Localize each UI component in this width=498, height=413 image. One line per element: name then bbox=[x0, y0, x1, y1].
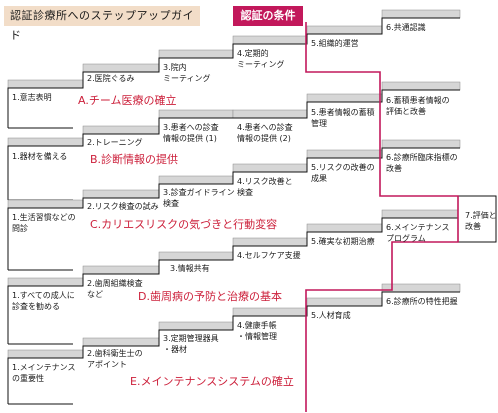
diagram-title: 認証診療所へのステップアップガイド bbox=[4, 6, 200, 42]
band-e-step-3-riser bbox=[158, 321, 234, 331]
step-b6: 6.蓄積患者情報の 評価と改善 bbox=[386, 96, 450, 116]
step-d4: 4.セルフケア支援 bbox=[237, 251, 301, 260]
band-b-step-1-riser bbox=[7, 137, 84, 147]
step-e2: 2.歯科衛生士の アポイント bbox=[87, 349, 143, 369]
step-d1: 1.すべての成人に 診査を勧める bbox=[12, 291, 75, 311]
band-d-outline bbox=[7, 217, 460, 344]
step-b2: 2.トレーニング bbox=[87, 138, 143, 147]
band-a-outline bbox=[7, 17, 460, 128]
band-a-step-4-riser bbox=[232, 35, 308, 45]
band-d-step-1-riser bbox=[7, 277, 84, 287]
band-e-step-2-riser bbox=[82, 337, 160, 347]
band-a-step-1-riser bbox=[7, 79, 84, 89]
step-c3: 3.診査ガイドライン 検査 bbox=[163, 188, 235, 208]
band-b-outline bbox=[7, 89, 460, 200]
step-c4: 4.リスク改善と 検査 bbox=[237, 177, 293, 197]
band-e-step-4-riser bbox=[232, 307, 308, 317]
band-b-step-4-riser bbox=[232, 109, 308, 119]
final-step-box bbox=[457, 195, 497, 243]
step-d3: 3.情報共有 bbox=[170, 264, 210, 273]
step-c6: 6.診療所臨床指標の 改善 bbox=[386, 153, 458, 173]
band-b-step-3-riser bbox=[158, 109, 234, 119]
certification-condition-line bbox=[305, 22, 459, 412]
section-d-heading: D.歯周病の予防と治療の基本 bbox=[138, 290, 282, 303]
step-a5: 5.組織的運営 bbox=[311, 39, 359, 48]
band-c-step-1-riser bbox=[7, 199, 84, 209]
band-e-step-5-riser bbox=[306, 297, 383, 307]
step-d2: 2.歯周組織検査 など bbox=[87, 279, 143, 299]
section-a-heading: A.チーム医療の確立 bbox=[78, 94, 177, 107]
band-d-step-4-riser bbox=[232, 237, 308, 247]
band-b-step-5-riser bbox=[306, 93, 383, 103]
step-e6: 6.診療所の特性把握 bbox=[386, 297, 458, 306]
band-a-step-5-riser bbox=[306, 25, 383, 35]
band-e-step-6-riser bbox=[381, 283, 461, 293]
band-c-step-6-riser bbox=[381, 139, 461, 149]
section-e-heading: E.メインテナンスシステムの確立 bbox=[130, 375, 294, 388]
band-b-step-6-riser bbox=[381, 81, 461, 91]
step-a3: 3.院内 ミーティング bbox=[163, 63, 211, 83]
band-c-step-3-riser bbox=[158, 175, 234, 185]
step-e4: 4.健康手帳 ・情報管理 bbox=[237, 321, 277, 341]
step-c1: 1.生活習慣などの 問診 bbox=[12, 213, 76, 233]
band-a-step-2-riser bbox=[82, 63, 160, 73]
band-c-step-4-riser bbox=[232, 163, 308, 173]
step-a6: 6.共通認識 bbox=[386, 23, 426, 32]
band-c-step-5-riser bbox=[306, 149, 383, 159]
step-a4: 4.定期的 ミーティング bbox=[237, 49, 285, 69]
step-e1: 1.メインテナンス の重要性 bbox=[12, 363, 76, 383]
step-e3: 3.定期管理器具 ・器材 bbox=[163, 334, 219, 354]
band-a-step-6-riser bbox=[381, 9, 461, 19]
step-7-evaluation: 7.評価と 改善 bbox=[465, 211, 497, 231]
band-d-step-5-riser bbox=[306, 223, 383, 233]
step-b1: 1.器材を備える bbox=[12, 152, 68, 161]
step-a1: 1.意志表明 bbox=[12, 93, 52, 102]
condition-label: 認証の条件 bbox=[233, 6, 303, 26]
step-d5: 5.確実な初期治療 bbox=[311, 237, 375, 246]
section-b-heading: B.診断情報の提供 bbox=[90, 153, 179, 166]
band-e-step-1-riser bbox=[7, 349, 84, 359]
step-a2: 2.医院ぐるみ bbox=[87, 74, 135, 83]
step-d6: 6.メインテナンス プログラム bbox=[386, 223, 450, 243]
band-d-step-3-riser bbox=[158, 251, 234, 261]
band-a-step-3-riser bbox=[158, 49, 234, 59]
step-b4: 4.患者への診査 情報の提供 (2) bbox=[237, 123, 293, 143]
step-b5: 5.患者情報の蓄積 管理 bbox=[311, 108, 375, 128]
band-b-step-2-riser bbox=[82, 125, 160, 135]
step-c5: 5.リスクの改善の 成果 bbox=[311, 163, 375, 183]
band-e-outline bbox=[7, 291, 460, 404]
step-c2: 2.リスク検査の試み bbox=[87, 202, 159, 211]
step-e5: 5.人材育成 bbox=[311, 311, 351, 320]
band-c-step-2-riser bbox=[82, 189, 160, 199]
band-d-step-6-riser bbox=[381, 209, 461, 219]
band-d-step-2-riser bbox=[82, 265, 160, 275]
step-b3: 3.患者への診査 情報の提供 (1) bbox=[163, 123, 219, 143]
section-c-heading: C.カリエスリスクの気づきと行動変容 bbox=[90, 218, 278, 231]
band-c-outline bbox=[7, 147, 460, 270]
